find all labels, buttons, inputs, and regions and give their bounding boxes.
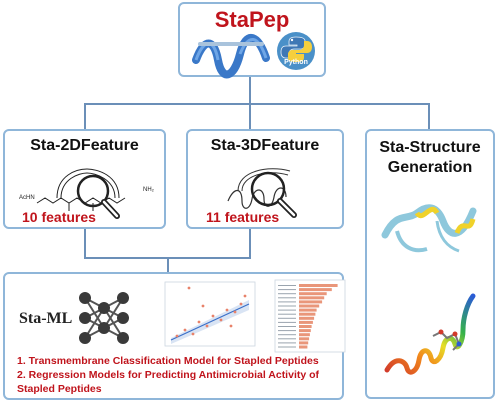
ml-model-list: 1. Transmembrane Classification Model fo…: [17, 354, 343, 396]
importance-bar: [299, 337, 310, 341]
sta-2dfeature-title: Sta-2DFeature: [30, 137, 139, 154]
importance-bar: [299, 325, 312, 328]
connector-2d-down: [84, 228, 86, 258]
python-label: Python: [284, 59, 308, 66]
connector-horizontal: [84, 103, 429, 105]
connector-to-ml: [167, 257, 169, 273]
connector-to-3d: [249, 103, 251, 129]
importance-bar-label: [278, 289, 296, 291]
ml-item-2-cont: Stapled Peptides: [17, 383, 102, 395]
ml-item-2: 2. Regression Models for Predicting Anti…: [17, 369, 320, 381]
importance-bar: [299, 296, 325, 300]
importance-bar: [299, 316, 315, 320]
helix-ribbon-icon: [192, 34, 270, 79]
acnh-label: AcHN: [19, 195, 35, 201]
rainbow-helix-icon: [384, 293, 476, 375]
importance-bar: [299, 329, 311, 333]
importance-bar: [299, 284, 338, 287]
importance-bar-label: [278, 321, 296, 323]
importance-bar-label: [278, 326, 296, 327]
neural-network-icon: [79, 292, 129, 344]
page-title: StaPep: [214, 7, 290, 32]
importance-bar: [299, 320, 313, 324]
sta-structure-box: Sta-Structure Generation: [365, 129, 495, 399]
sta-structure-title-line1: Sta-Structure: [379, 139, 481, 156]
importance-bar: [299, 312, 316, 316]
feature-importance-chart: [274, 279, 346, 353]
importance-bar-label: [278, 334, 296, 336]
importance-bar: [299, 288, 332, 292]
importance-bar: [299, 333, 310, 337]
sta-3dfeature-box: Sta-3DFeature 11 features: [186, 129, 344, 229]
importance-bar-label: [278, 313, 296, 315]
importance-bar-label: [278, 342, 296, 344]
ml-item-1: 1. Transmembrane Classification Model fo…: [17, 355, 319, 367]
importance-bar-label: [278, 346, 296, 348]
importance-bar-label: [278, 330, 296, 332]
importance-bar: [299, 304, 320, 308]
sta-3dfeature-title: Sta-3DFeature: [210, 137, 320, 154]
importance-bar-label: [278, 338, 296, 340]
importance-bar-label: [278, 301, 296, 303]
regression-scatter-icon: [164, 281, 256, 347]
importance-bar-label: [278, 297, 296, 299]
sta-2dfeature-box: Sta-2DFeature AcHN NH₂ 10 features: [3, 129, 166, 229]
connector-top-vertical: [249, 76, 251, 104]
peptide-structure-2d: [36, 168, 126, 219]
importance-bar: [299, 345, 308, 349]
python-logo-icon: [277, 32, 315, 70]
importance-bar-label: [278, 317, 296, 319]
importance-bar: [299, 308, 317, 312]
importance-bar: [299, 292, 327, 296]
importance-bar-label: [278, 285, 296, 286]
sta-structure-title-line2: Generation: [387, 159, 473, 176]
protein-ribbon-icon: [381, 204, 477, 253]
connector-3d-down: [249, 228, 251, 258]
importance-bar: [299, 341, 309, 345]
importance-bar-label: [278, 309, 296, 311]
connector-to-structure: [428, 103, 430, 129]
sta-2dfeature-count: 10 features: [22, 209, 96, 225]
importance-bar-label: [278, 293, 296, 295]
nh2-label: NH₂: [143, 187, 154, 193]
importance-bar: [299, 300, 323, 304]
sta-ml-box: Sta-ML 1. Transmembrane Classi: [3, 272, 346, 400]
sta-ml-title: Sta-ML: [19, 310, 73, 327]
connector-to-2d: [84, 103, 86, 129]
stapep-header-box: StaPep Python: [178, 2, 326, 79]
helix-structure-3d: [227, 168, 297, 218]
importance-bar-label: [278, 305, 296, 307]
sta-3dfeature-count: 11 features: [206, 209, 280, 225]
